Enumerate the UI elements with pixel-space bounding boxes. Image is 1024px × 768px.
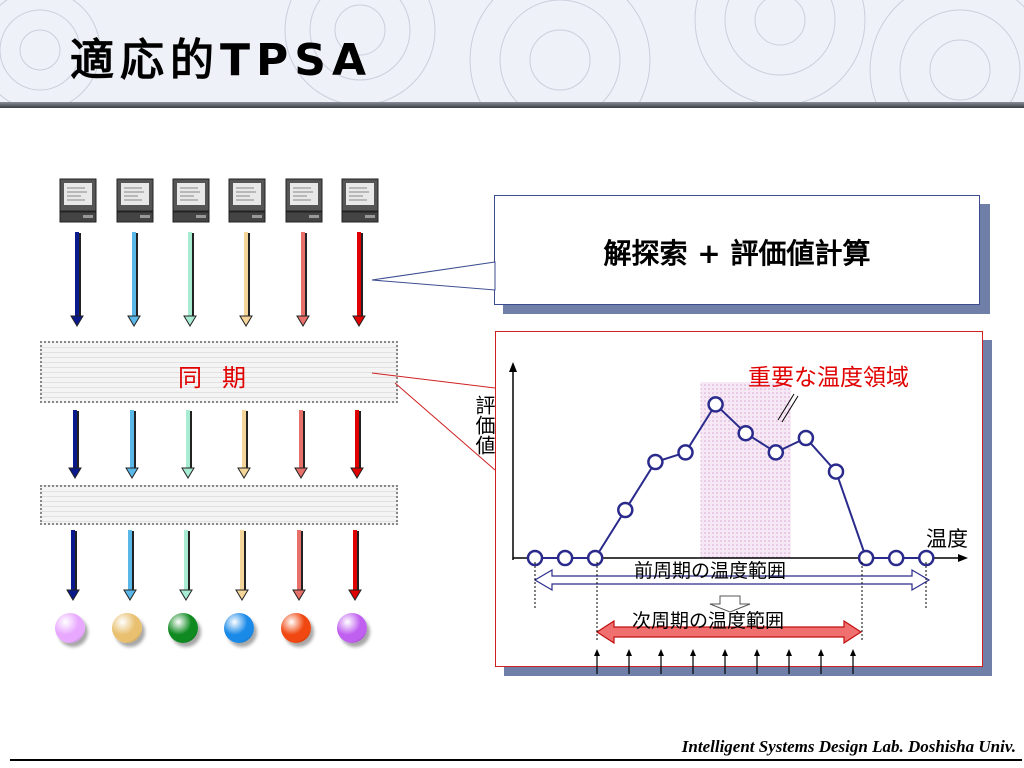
process-arrows bbox=[66, 232, 366, 601]
prev-range-arrow bbox=[533, 568, 931, 592]
chart bbox=[509, 362, 968, 674]
footer-text: Intelligent Systems Design Lab. Doshisha… bbox=[681, 737, 1016, 756]
sync-label: 同期 bbox=[178, 364, 266, 392]
important-region-label: 重要な温度領域 bbox=[748, 365, 909, 391]
y-axis-arrowhead bbox=[509, 362, 517, 372]
arrow-head bbox=[237, 467, 251, 479]
callout-box: 解探索 + 評価値計算 bbox=[494, 195, 980, 305]
arrow-head bbox=[70, 315, 84, 327]
series-points bbox=[526, 396, 935, 567]
computer-icon bbox=[116, 178, 154, 223]
data-point bbox=[857, 549, 875, 567]
data-point bbox=[797, 429, 815, 447]
series-line bbox=[535, 402, 927, 559]
data-point bbox=[526, 549, 544, 567]
up-arrow-head bbox=[818, 649, 824, 656]
arrow-head bbox=[179, 589, 193, 601]
footer-divider bbox=[10, 759, 1022, 761]
arrow-head bbox=[181, 467, 195, 479]
arrow-head bbox=[292, 589, 306, 601]
data-point bbox=[827, 463, 845, 480]
page-title: 適応的TPSA bbox=[70, 35, 373, 86]
sync-box-1 bbox=[40, 341, 398, 403]
up-arrow-head bbox=[786, 649, 792, 656]
arrow-head bbox=[350, 467, 364, 479]
header-divider bbox=[0, 102, 1024, 108]
data-point bbox=[556, 549, 574, 567]
arrow-head bbox=[352, 315, 366, 327]
arrow-head bbox=[125, 467, 139, 479]
computer-icon bbox=[341, 178, 379, 223]
slide-header: 適応的TPSA bbox=[0, 0, 1024, 104]
callout-text: 解探索 + 評価値計算 bbox=[603, 237, 871, 270]
solution-orb bbox=[112, 613, 142, 643]
arrow-head bbox=[235, 589, 249, 601]
next-range-arrow bbox=[595, 619, 863, 645]
temperature-up-arrows bbox=[594, 649, 856, 674]
data-point bbox=[918, 549, 935, 567]
arrow-head bbox=[294, 467, 308, 479]
data-point bbox=[647, 453, 664, 471]
solution-orb bbox=[281, 613, 311, 643]
up-arrow-head bbox=[754, 649, 760, 656]
data-point bbox=[707, 396, 724, 413]
y-axis-label: 評価値 bbox=[472, 395, 496, 455]
data-point bbox=[887, 549, 905, 567]
sync-box-2 bbox=[40, 485, 398, 525]
data-point bbox=[617, 501, 634, 519]
header-ripple-pattern bbox=[0, 0, 1024, 104]
x-axis-label: 温度 bbox=[926, 527, 968, 551]
solution-orb bbox=[55, 613, 85, 643]
up-arrow-head bbox=[722, 649, 728, 656]
arrow-head bbox=[296, 315, 310, 327]
arrow-head bbox=[183, 315, 197, 327]
up-arrow-head bbox=[658, 649, 664, 656]
arrow-head bbox=[239, 315, 253, 327]
next-range-label: 次周期の温度範囲 bbox=[632, 610, 785, 632]
solution-orb bbox=[337, 613, 367, 643]
data-point bbox=[767, 444, 785, 461]
x-axis-arrowhead bbox=[958, 554, 968, 562]
solution-orb bbox=[168, 613, 198, 643]
computer-icon bbox=[228, 178, 266, 223]
up-arrow-head bbox=[594, 649, 600, 656]
up-arrow-head bbox=[850, 649, 856, 656]
important-region-pointer bbox=[777, 393, 795, 421]
data-point bbox=[737, 424, 754, 442]
callout-pointer bbox=[371, 261, 496, 291]
arrow-head bbox=[68, 467, 82, 479]
important-region-pointer-2 bbox=[781, 395, 799, 423]
up-arrow-head bbox=[690, 649, 696, 656]
computer-icon bbox=[285, 178, 323, 223]
arrow-head bbox=[66, 589, 80, 601]
shift-down-arrow bbox=[709, 595, 751, 613]
data-point bbox=[586, 549, 604, 567]
computer-icon bbox=[172, 178, 210, 223]
computer-icon bbox=[59, 178, 97, 223]
data-point bbox=[677, 444, 694, 461]
panel-pointer-bottom bbox=[394, 382, 496, 471]
solution-orb bbox=[224, 613, 254, 643]
prev-range-label: 前周期の温度範囲 bbox=[634, 560, 787, 582]
arrow-head bbox=[123, 589, 137, 601]
panel-pointer-top bbox=[371, 372, 496, 389]
arrow-head bbox=[348, 589, 362, 601]
arrow-head bbox=[127, 315, 141, 327]
up-arrow-head bbox=[626, 649, 632, 656]
